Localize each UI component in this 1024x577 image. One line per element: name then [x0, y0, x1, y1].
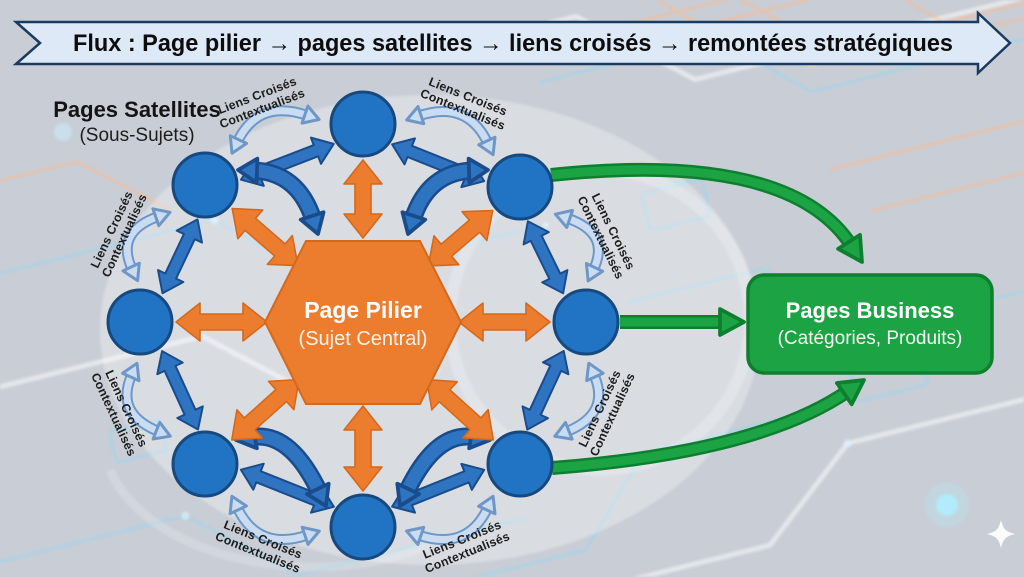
business-flow-arrow-head	[835, 378, 866, 407]
business-title: Pages Business	[786, 298, 955, 323]
blue-link-arrow	[239, 462, 335, 514]
cross-link-curve-arrow-head	[477, 494, 497, 516]
cross-link-curve-arrow-head	[405, 105, 426, 126]
cross-link-label: Liens CroisésContextualisés	[213, 516, 307, 576]
business-subtitle: (Catégories, Produits)	[778, 328, 963, 349]
cross-link-curve-arrow-head	[151, 207, 172, 228]
cross-link-curve-arrow-head	[553, 420, 574, 441]
cross-link-curve-arrow-head	[121, 361, 141, 383]
business-flow-arrow-head	[718, 307, 746, 337]
cross-link-curve-arrow	[233, 107, 309, 144]
cross-link-curve-arrow-head	[300, 104, 321, 125]
satellites-title: Pages Satellites	[53, 97, 221, 122]
inner-flow-arrow-head	[400, 210, 428, 236]
cross-link-curve-arrow-head	[121, 261, 141, 283]
inner-flow-arrow-head	[236, 156, 260, 185]
inner-flow-arrow-head	[298, 210, 326, 236]
business-box	[746, 273, 994, 375]
satellite-nodes-layer	[106, 90, 620, 561]
inner-flow-arrow	[406, 164, 474, 222]
sparkle-icon	[987, 520, 1015, 548]
flow-banner-text: Flux : Page pilier → pages satellites → …	[73, 30, 953, 57]
inner-flow-arrow-head	[466, 156, 490, 185]
cross-link-curve-arrow	[416, 505, 492, 544]
blue-link-arrow	[157, 218, 203, 295]
satellite-node	[329, 90, 397, 158]
orange-spoke-arrow	[343, 159, 383, 239]
orange-spoke-arrow	[231, 207, 299, 267]
satellite-node	[329, 493, 397, 561]
cross-link-curve-arrow-head	[584, 262, 605, 283]
arrows-layer	[121, 104, 866, 546]
cross-link-curve-arrow	[565, 214, 602, 272]
inner-flow-arrow-head	[305, 481, 331, 508]
satellite-node	[486, 430, 554, 498]
orange-spoke-arrow	[175, 302, 268, 342]
business-flow-arrow	[550, 165, 856, 249]
cross-link-curve-arrow	[416, 108, 492, 146]
cross-link-label: Liens CroisésContextualisés	[575, 188, 640, 281]
blue-link-arrow	[521, 350, 570, 431]
pillar-title: Page Pilier	[304, 297, 422, 323]
cross-link-curve-arrow-head	[300, 525, 321, 546]
inner-flow-arrow-head	[395, 481, 421, 508]
cross-link-curve-arrow-head	[477, 135, 497, 157]
cross-link-curve-arrow	[564, 372, 603, 436]
satellite-node	[552, 288, 620, 356]
pillar-hexagon	[263, 240, 463, 405]
satellite-node	[106, 288, 174, 356]
business-flow-arrow	[551, 387, 851, 473]
business-flow-arrow-head	[836, 232, 864, 264]
cross-link-curve-arrow-head	[585, 361, 605, 383]
cross-link-label: Liens CroisésContextualisés	[88, 365, 152, 459]
cross-link-label: Liens CroisésContextualisés	[574, 365, 638, 459]
satellite-node	[486, 153, 554, 221]
cross-link-curve-arrow	[123, 372, 161, 435]
orange-spoke-arrow	[458, 302, 551, 342]
pillar-subtitle: (Sujet Central)	[299, 328, 428, 350]
cross-link-curve-arrow	[123, 212, 160, 272]
cross-link-curve-arrow-head	[151, 420, 172, 441]
cross-link-curve-arrow-head	[228, 494, 248, 516]
flow-banner	[12, 10, 1012, 76]
orange-spoke-arrow	[231, 378, 300, 441]
orange-spoke-arrow	[343, 405, 383, 492]
cross-link-curve-arrow-head	[405, 525, 426, 546]
satellite-node	[171, 151, 239, 219]
cross-link-label: Liens CroisésContextualisés	[418, 516, 512, 576]
inner-flow-arrow	[252, 164, 320, 222]
orange-spoke-arrow	[427, 209, 494, 267]
orange-spoke-arrow	[425, 378, 495, 441]
cross-link-curve-arrow-head	[228, 134, 249, 155]
satellites-subtitle: (Sous-Sujets)	[79, 125, 194, 146]
cross-link-curve-arrow-head	[553, 208, 574, 229]
cross-link-curve-arrow	[233, 505, 310, 543]
blue-link-arrow	[522, 220, 569, 295]
blue-link-arrow	[156, 350, 204, 431]
satellite-node	[171, 430, 239, 498]
cross-link-label: Liens CroisésContextualisés	[418, 73, 512, 133]
